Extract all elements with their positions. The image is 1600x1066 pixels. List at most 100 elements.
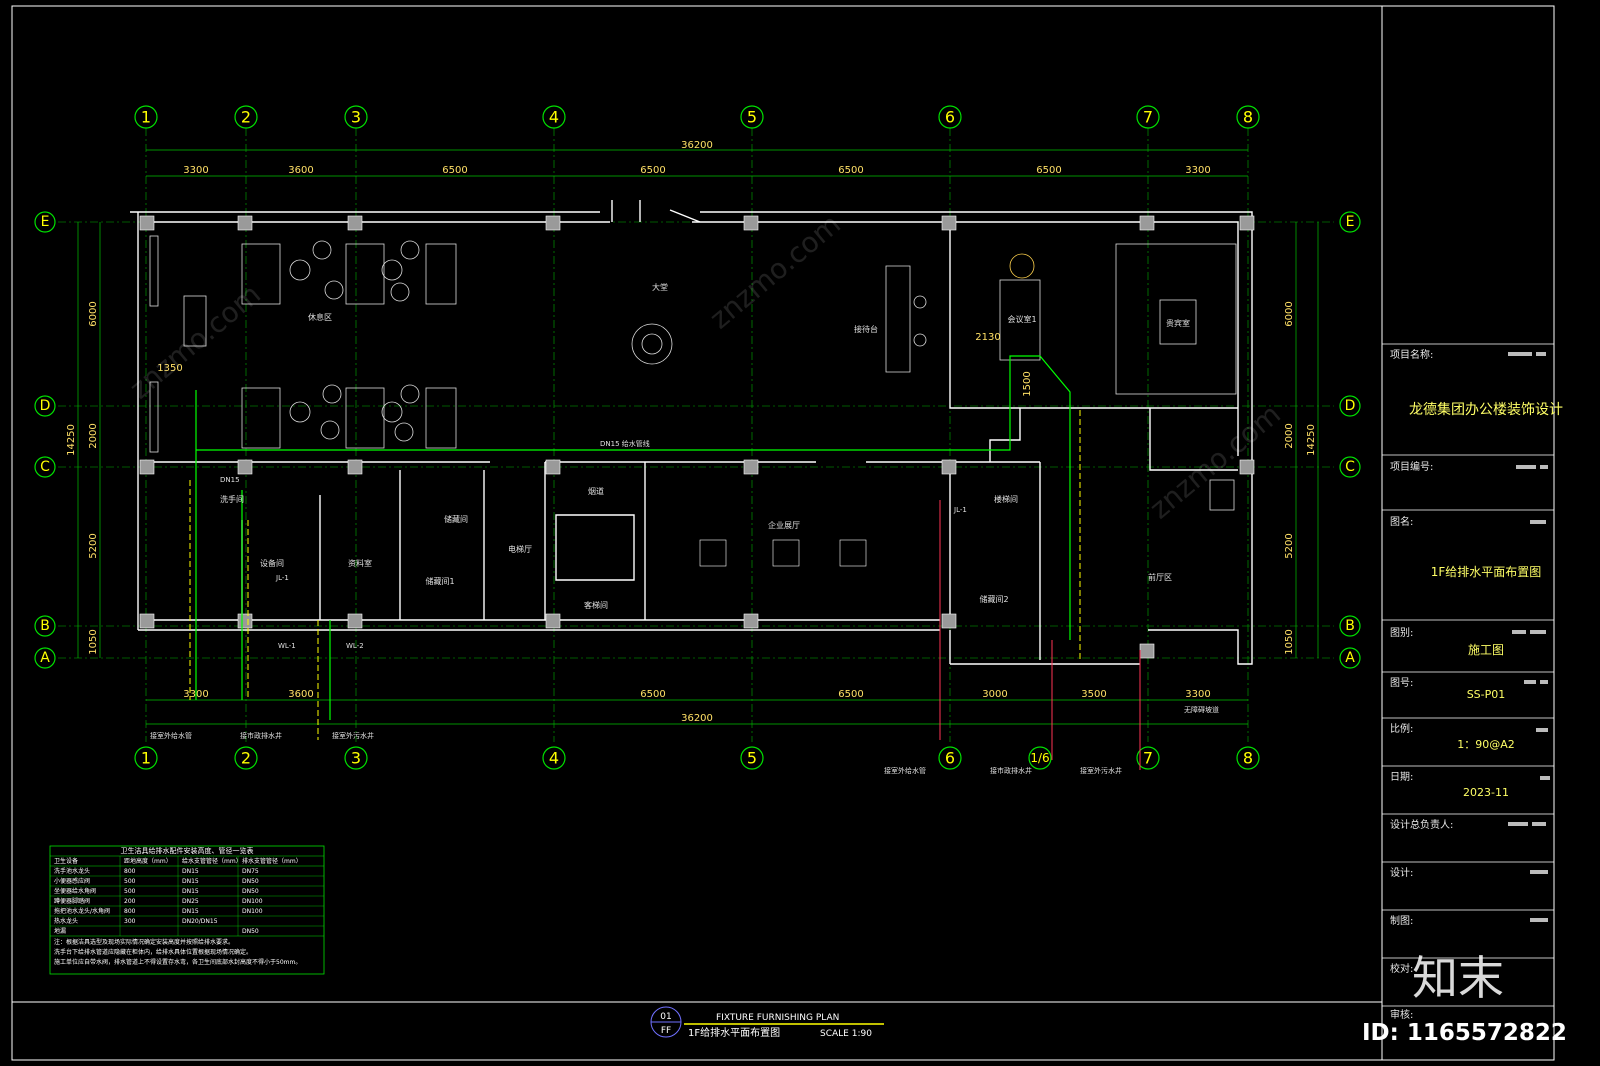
fixture-table: 卫生洁具给排水配件安装高度、管径一览表 卫生设备 距地高度（mm） 给水支管管径…	[49, 845, 325, 975]
grid-label: 8	[1243, 108, 1253, 127]
room-reception: 接待台	[854, 324, 878, 334]
dim-span: 3300	[183, 165, 208, 176]
pipe-label: WL-1	[278, 642, 296, 650]
grid-label: 2	[241, 108, 251, 127]
dim-span: 6000	[1284, 301, 1295, 326]
table-cell: DN20/DN15	[182, 918, 218, 925]
redacted-mark	[1540, 776, 1550, 780]
grid-label: 2	[241, 749, 251, 768]
category-label: 图别:	[1390, 627, 1413, 639]
grid-label: 5	[747, 749, 757, 768]
grid-label: 7	[1143, 749, 1153, 768]
redacted-mark	[1540, 465, 1548, 469]
dim-span: 3500	[1081, 689, 1106, 700]
drawing-number: SS-P01	[1467, 688, 1506, 701]
table-header: 给水支管管径（mm）	[182, 857, 242, 865]
design-label: 设计:	[1390, 866, 1413, 879]
dim-span: 3000	[982, 689, 1007, 700]
furniture	[149, 235, 1237, 511]
table-cell: 蹲便器脚踏阀	[54, 897, 90, 905]
dim-total-left: 14250	[66, 424, 77, 456]
pipe-note: 接室外给水管	[884, 766, 926, 775]
pipe-note: 接室外污水井	[1080, 766, 1122, 775]
room-lounge: 休息区	[308, 312, 332, 322]
review-label: 审核:	[1390, 1008, 1413, 1021]
table-cell: 热水龙头	[54, 917, 78, 925]
redacted-mark	[1508, 352, 1532, 356]
room-storage: 储藏间	[444, 514, 468, 524]
dim-note: 2130	[975, 332, 1000, 343]
dim-span: 5200	[1284, 533, 1295, 558]
redacted-mark	[1524, 680, 1536, 684]
watermark-site: znzmo.com	[1143, 397, 1287, 525]
table-cell: DN75	[242, 868, 259, 875]
grid-label: 4	[549, 108, 559, 127]
sheet-frame	[11, 5, 1555, 1061]
redacted-mark	[1540, 680, 1548, 684]
pipe-label: WL-2	[346, 642, 364, 650]
redacted-mark	[1532, 822, 1546, 826]
table-note: 注：根据洁具选型及现场实际情况确定安装高度并按照给排水要求。	[54, 938, 234, 946]
dim-span: 6500	[442, 165, 467, 176]
room-equipment: 设备间	[260, 558, 284, 568]
pipe-note: 接市政排水井	[990, 766, 1032, 775]
pipe-main-label: DN15 给水管线	[600, 439, 650, 448]
pipe-label: JL-1	[953, 506, 967, 514]
footer-scale: SCALE 1:90	[820, 1029, 872, 1039]
dim-span: 6500	[640, 165, 665, 176]
dimensions-bottom: 3300 3600 6500 6500 3000 3500 3300 36200	[146, 689, 1248, 725]
table-cell: DN15	[182, 878, 199, 885]
project-no-label: 项目编号:	[1390, 460, 1433, 473]
grid-label: 3	[351, 108, 361, 127]
drawing-name-label: 图名:	[1390, 515, 1413, 528]
project-name: 龙德集团办公楼装饰设计	[1409, 401, 1563, 418]
category: 施工图	[1468, 643, 1504, 657]
date-label: 日期:	[1390, 771, 1413, 783]
dim-span: 6500	[1036, 165, 1061, 176]
drawing-footer: 01 FF FIXTURE FURNISHING PLAN 1F给排水平面布置图…	[650, 1006, 884, 1039]
grid-label: 1/6	[1030, 751, 1049, 765]
grid-bubbles-bottom: 1 2 3 4 5 6 1/6 7 8	[134, 746, 1260, 770]
dim-span: 6000	[88, 301, 99, 326]
dim-span: 2000	[88, 423, 99, 448]
project-name-label: 项目名称:	[1390, 348, 1433, 361]
dim-span: 6500	[838, 689, 863, 700]
pipe-label: DN15	[220, 476, 240, 484]
building-walls	[130, 200, 1253, 665]
watermark-logo: 知末	[1412, 951, 1504, 1005]
pipe-labels: DN15 给水管线 DN15 JL-1 WL-1 WL-2 JL-1 接室外给水…	[150, 439, 1219, 775]
pipe-note: 无障碍坡道	[1184, 705, 1219, 714]
grid-label: A	[1345, 650, 1355, 666]
room-stair: 楼梯间	[994, 494, 1018, 504]
grid-bubbles-sides: E D C B A E D C B A	[34, 211, 1361, 669]
dim-span: 1050	[88, 629, 99, 654]
watermark-id: ID: 1165572822	[1362, 1020, 1567, 1046]
grid-label: 3	[351, 749, 361, 768]
grid-label: D	[40, 398, 51, 414]
room-meeting: 会议室1	[1007, 314, 1036, 324]
dim-span: 3300	[1185, 689, 1210, 700]
table-cell: 坐便器给水角阀	[54, 887, 96, 895]
table-title: 卫生洁具给排水配件安装高度、管径一览表	[121, 846, 254, 855]
table-cell: DN100	[242, 898, 263, 905]
title-block: 项目名称: 龙德集团办公楼装饰设计 项目编号: 图名: 1F给排水平面布置图 图…	[1390, 348, 1563, 1021]
dim-note: 1500	[1022, 371, 1033, 396]
redacted-mark	[1530, 918, 1548, 922]
footer-title-en: FIXTURE FURNISHING PLAN	[716, 1013, 839, 1023]
table-cell: 800	[124, 868, 136, 875]
table-cell: DN50	[242, 888, 259, 895]
redacted-mark	[1530, 870, 1548, 874]
grid-label: 1	[141, 108, 151, 127]
grid-label: B	[40, 618, 50, 634]
grid-label: 6	[945, 108, 955, 127]
table-cell: 拖把池水龙头/水角阀	[54, 907, 110, 915]
dimensions-sides: 14250 6000 2000 5200 1050 6000 2000 5200…	[66, 222, 1319, 658]
table-note: 施工单位应自带水阀，排水管道上不得设置存水弯，各卫生间底部水封高度不得小于50m…	[54, 958, 301, 966]
pipe-note: 接市政排水井	[240, 731, 282, 740]
table-cell: DN15	[182, 888, 199, 895]
grid-label: D	[1345, 398, 1356, 414]
redacted-mark	[1536, 352, 1546, 356]
table-cell: DN50	[242, 928, 259, 935]
dim-span: 6500	[640, 689, 665, 700]
